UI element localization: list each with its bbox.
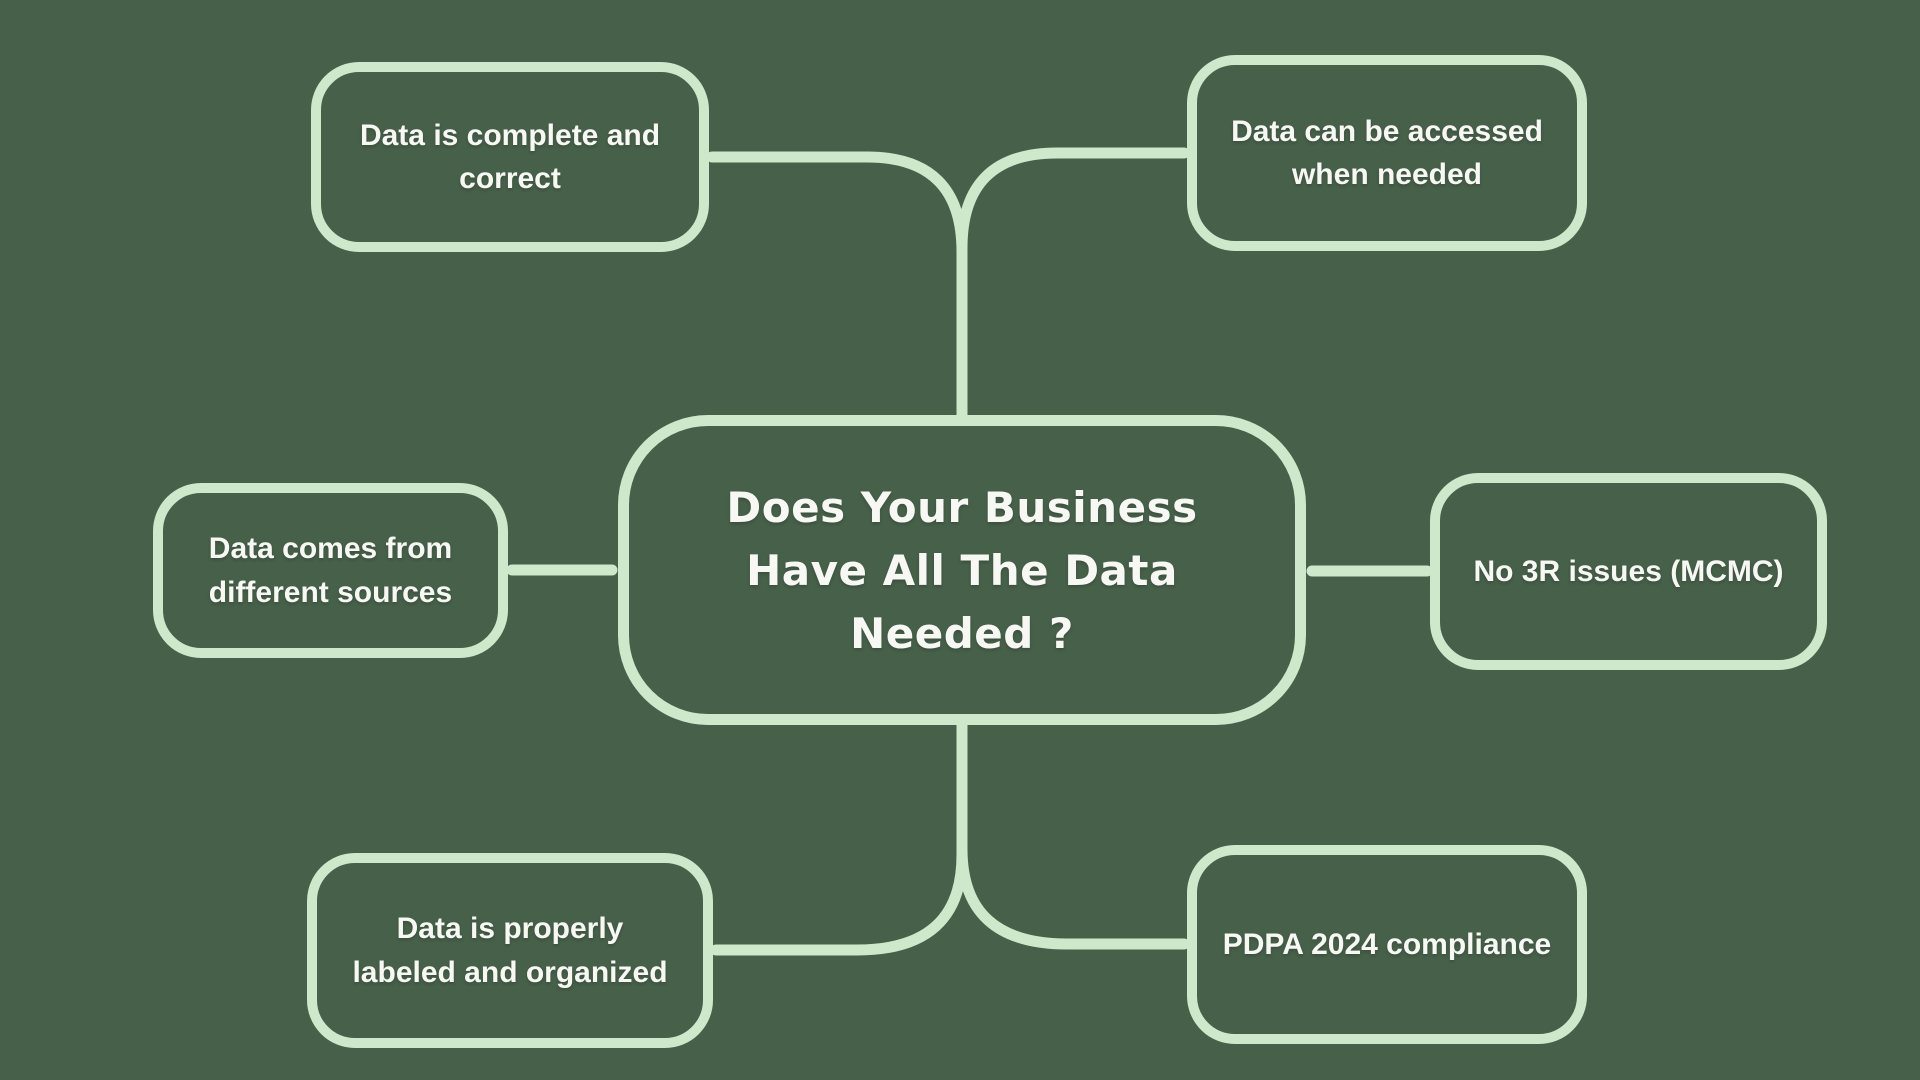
node-no-3r-issues: No 3R issues (MCMC) [1430, 473, 1827, 670]
connector-bottom-left [710, 720, 968, 956]
node-center-question: Does Your Business Have All The Data Nee… [618, 415, 1306, 725]
node-data-accessed-when-needed: Data can be accessed when needed [1187, 55, 1587, 251]
connector-top-left [706, 151, 968, 420]
node-label: PDPA 2024 compliance [1222, 927, 1552, 961]
node-label: Data comes from different sources [208, 532, 453, 609]
node-label: No 3R issues (MCMC) [1473, 554, 1784, 588]
node-label: Data is complete and correct [359, 118, 661, 196]
node-data-different-sources: Data comes from different sources [153, 483, 508, 658]
node-label: Data can be accessed when needed [1231, 114, 1543, 192]
node-center-label: Does Your Business Have All The Data Nee… [726, 482, 1198, 658]
node-pdpa-compliance: PDPA 2024 compliance [1187, 845, 1587, 1044]
node-label: Data is properly labeled and organized [352, 912, 668, 989]
connector-bottom-right [956, 720, 1190, 950]
node-data-labeled-organized: Data is properly labeled and organized [307, 853, 713, 1048]
node-data-complete-correct: Data is complete and correct [311, 62, 709, 252]
connector-top-right [956, 147, 1190, 420]
